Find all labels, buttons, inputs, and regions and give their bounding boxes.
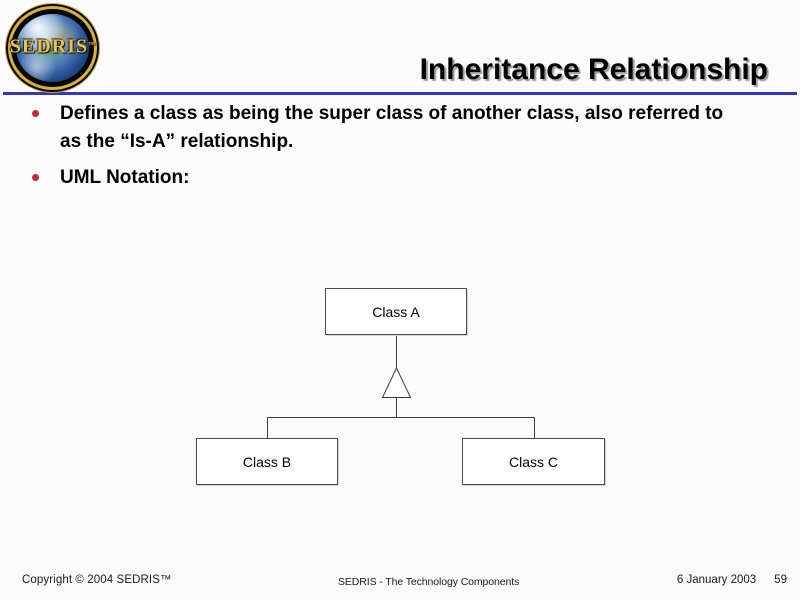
footer-copyright: Copyright © 2004 SEDRIS™ — [22, 574, 172, 586]
bullet-item-definition: Defines a class as being the super class… — [30, 100, 730, 156]
footer-page-number: 59 — [774, 574, 787, 586]
class-box-child-left: Class B — [196, 438, 338, 485]
bullet-text: UML Notation: — [60, 167, 190, 188]
bullet-item-uml-notation: UML Notation: — [30, 164, 730, 192]
inheritance-triangle-icon — [381, 366, 412, 398]
logo-wordmark-text: SEDRIS — [9, 35, 89, 58]
logo-gold-ring — [8, 6, 97, 90]
footer-date: 6 January 2003 — [676, 574, 757, 586]
class-box-child-right: Class C — [462, 438, 605, 485]
class-box-label: Class A — [372, 303, 420, 320]
class-box-label: Class C — [508, 453, 558, 470]
page-title: Inheritance Relationship — [419, 53, 768, 86]
bullet-list: Defines a class as being the super class… — [30, 100, 730, 200]
bullet-text: Defines a class as being the super class… — [60, 103, 724, 152]
bullet-dot-icon — [32, 174, 39, 181]
class-box-label: Class B — [242, 453, 292, 470]
title-divider-line — [3, 92, 797, 95]
logo-wordmark: SEDRIS™ — [6, 36, 99, 59]
logo-trademark-symbol: ™ — [88, 40, 96, 49]
earth-globe-icon — [16, 14, 89, 82]
footer-date-page: 6 January 2003 59 — [677, 574, 787, 586]
bullet-dot-icon — [32, 110, 39, 117]
footer-deck-title: SEDRIS - The Technology Components — [338, 576, 520, 588]
class-box-parent: Class A — [325, 288, 467, 335]
sedris-logo: SEDRIS™ — [5, 3, 100, 93]
